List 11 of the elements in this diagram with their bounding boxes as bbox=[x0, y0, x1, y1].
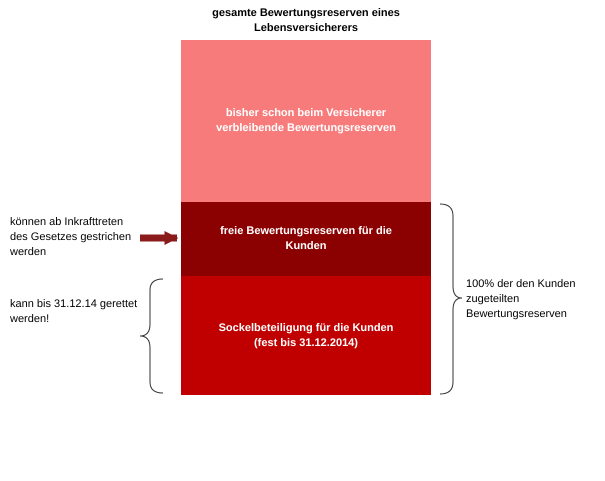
segment-label: freie Bewertungsreserven für die Kunden bbox=[219, 224, 393, 254]
bar-segment bbox=[181, 202, 431, 276]
segment-label: können ab Inkrafttreten des Gesetzes gestrichen werden bbox=[10, 214, 132, 260]
bar-segment bbox=[181, 276, 431, 395]
segment-label: 100% der den Kunden zugeteilten Bewertungsreserven bbox=[466, 276, 576, 322]
segment-label: Sockelbeteiligung für die Kunden (fest bis 31.12.2014) bbox=[218, 320, 394, 350]
segment-label: kann bis 31.12.14 gerettet werden! bbox=[10, 297, 138, 327]
bar-segment bbox=[181, 40, 431, 202]
arrow bbox=[140, 231, 178, 245]
segment-label: bisher schon beim Versicherer verbleibende Bewertungsreserven bbox=[215, 106, 397, 136]
diagram-title: gesamte Bewertungsreserven eines Lebensversicherers bbox=[211, 6, 401, 36]
